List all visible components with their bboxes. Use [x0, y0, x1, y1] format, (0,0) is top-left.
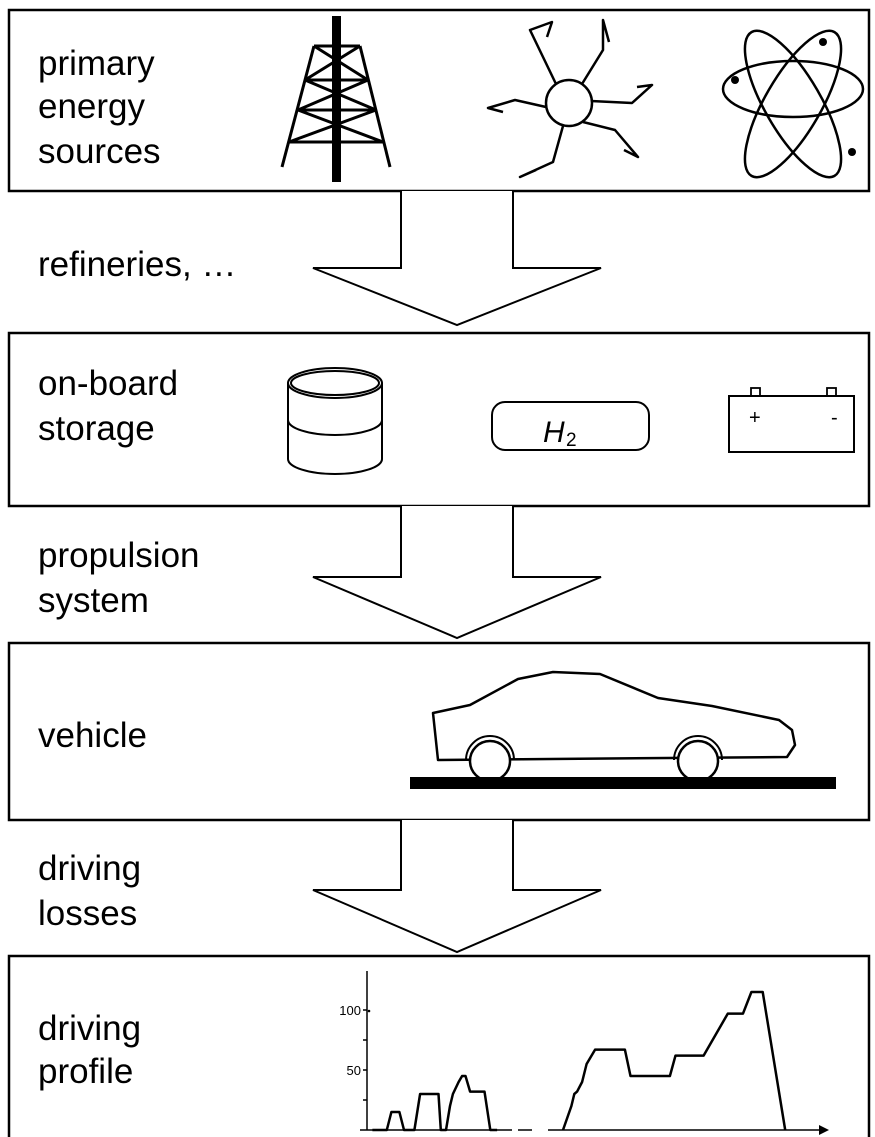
x-tick-label: 0: [377, 1134, 384, 1137]
fuel-tank-icon: [287, 367, 383, 475]
x-tick-label: 1000: [661, 1134, 690, 1137]
battery-plus: +: [749, 407, 761, 429]
y-tick-label: 100: [339, 1003, 361, 1018]
primary-energy-sources-box: primary energy sources: [7, 8, 871, 193]
speed-profile-line: [561, 990, 787, 1131]
x-tick-label: 800: [552, 1134, 574, 1137]
oil-derrick-icon: [280, 16, 392, 182]
car-icon: [410, 670, 836, 789]
vehicle-box: vehicle: [7, 641, 871, 822]
x-tick-label: 900: [608, 1134, 630, 1137]
x-tick-label: 1100: [718, 1134, 746, 1137]
hydrogen-symbol: H: [543, 416, 565, 449]
driving-profile-box: driving profile 50 100 0 100 200 800 900 1000 1…: [7, 954, 871, 1137]
battery-icon: + -: [728, 387, 855, 453]
vehicle-label: vehicle: [38, 716, 147, 755]
speed-profile-line: [372, 1074, 498, 1132]
sun-icon: [486, 18, 654, 179]
x-axis-arrowhead: [819, 1125, 829, 1135]
primary-energy-sources-label: primary energy sources: [38, 44, 164, 171]
refineries-label: refineries, …: [38, 245, 236, 284]
on-board-storage-box: on-board storage H 2 + -: [7, 331, 871, 508]
hydrogen-subscript: 2: [566, 430, 577, 451]
on-board-storage-label: on-board storage: [38, 364, 188, 448]
refineries-arrow: [312, 191, 602, 327]
x-tick-label: 100: [428, 1134, 450, 1137]
driving-profile-chart: 50 100 0 100 200 800 900 1000 1100 1200: [339, 971, 829, 1137]
driving-profile-label: driving profile: [38, 1009, 151, 1091]
y-axis-dot: [367, 1009, 371, 1013]
x-tick-label: 200: [485, 1134, 507, 1137]
driving-losses-label: driving losses: [38, 849, 151, 933]
driving-losses-arrow: [312, 820, 602, 954]
propulsion-system-arrow: [312, 506, 602, 640]
propulsion-system-label: propulsion system: [38, 536, 209, 620]
y-tick-label: 50: [347, 1063, 361, 1078]
hydrogen-tank-icon: H 2: [491, 401, 650, 451]
x-tick-label: 1200: [774, 1134, 803, 1137]
atom-icon: [721, 29, 865, 179]
battery-minus: -: [831, 407, 838, 429]
